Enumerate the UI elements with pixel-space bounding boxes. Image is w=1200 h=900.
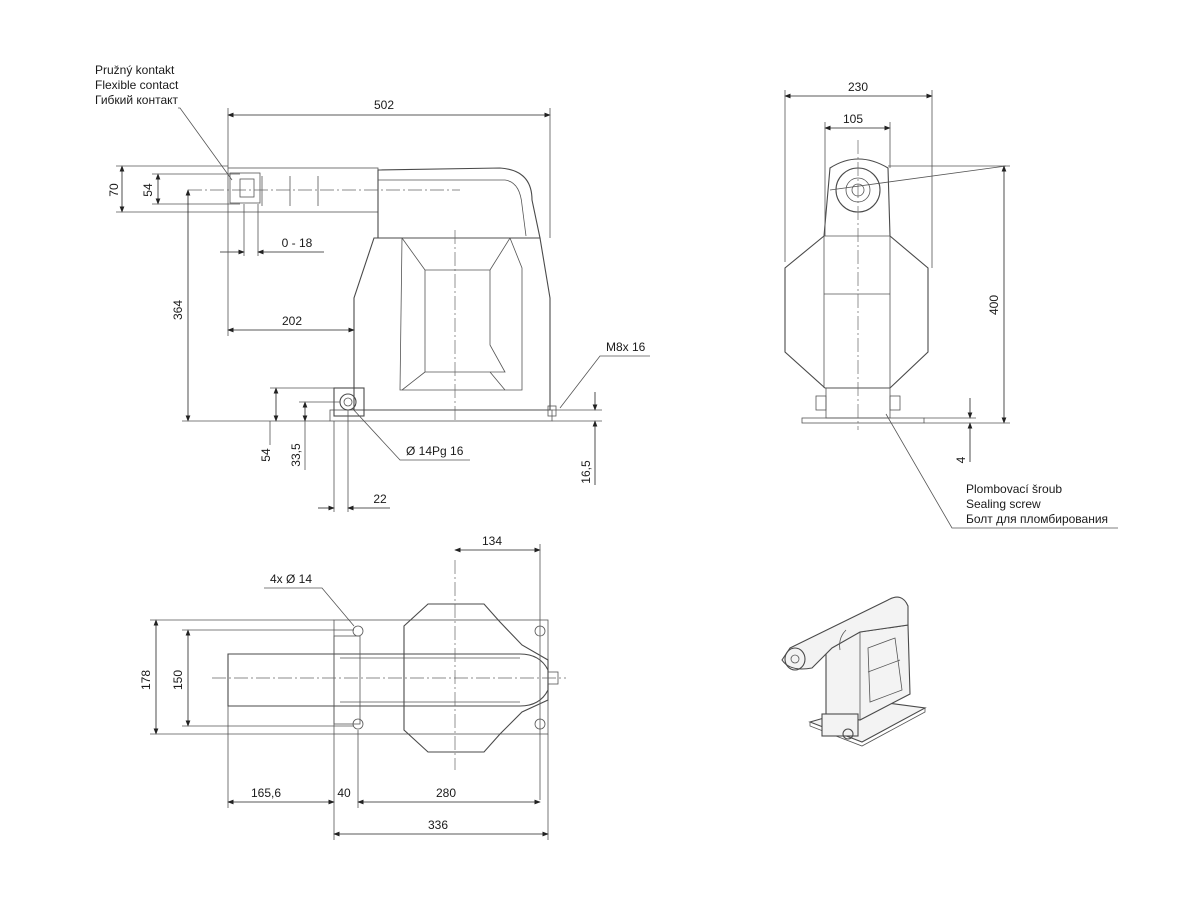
isometric-view (781, 596, 927, 747)
side-view-dimensions: 502 70 54 0 - 18 364 202 54 33,5 22 (95, 63, 650, 512)
side-base-plate (329, 409, 553, 422)
mount-hole-icon (352, 718, 364, 730)
top-tube (227, 653, 549, 707)
iso-terminal-box (821, 713, 859, 737)
sealing-screw-icon (547, 405, 557, 417)
dim-502: 502 (374, 98, 394, 112)
flexible-contact-label-en: Flexible contact (95, 78, 179, 92)
gland-label: Ø 14Pg 16 (406, 444, 464, 458)
dim-40: 40 (337, 786, 351, 800)
top-view-dimensions: 134 178 150 165,6 40 280 336 4x Ø 14 (139, 534, 549, 840)
dim-150: 150 (171, 670, 185, 690)
side-view (188, 167, 557, 422)
dim-364: 364 (171, 300, 185, 320)
flexible-contact-label-cz: Pružný kontakt (95, 63, 175, 77)
dim-335: 33,5 (289, 443, 303, 467)
dim-400: 400 (987, 295, 1001, 315)
iso-gland-icon (842, 728, 854, 740)
iso-contact-end (784, 647, 806, 671)
dim-336: 336 (428, 818, 448, 832)
dim-4: 4 (954, 456, 968, 463)
front-view (784, 140, 1007, 430)
iso-tube (781, 596, 909, 670)
dim-230: 230 (848, 80, 868, 94)
dim-54-contact: 54 (141, 183, 155, 197)
top-base-plate (333, 619, 549, 735)
dim-165: 16,5 (579, 460, 593, 484)
dim-280: 280 (436, 786, 456, 800)
top-body (403, 603, 549, 753)
dim-105: 105 (843, 112, 863, 126)
front-body (784, 158, 929, 389)
dim-travel: 0 - 18 (282, 236, 313, 250)
sealing-screw-label-cz: Plombovací šroub (966, 482, 1062, 496)
flexible-contact-label-ru: Гибкий контакт (95, 93, 178, 107)
dim-22: 22 (373, 492, 387, 506)
holes-label: 4x Ø 14 (270, 572, 312, 586)
thread-label: M8x 16 (606, 340, 646, 354)
dim-54-foot: 54 (259, 448, 273, 462)
dim-134: 134 (482, 534, 502, 548)
top-view (212, 560, 566, 770)
dim-178: 178 (139, 670, 153, 690)
side-head (377, 167, 541, 239)
dim-1656: 165,6 (251, 786, 281, 800)
front-base-plate (801, 417, 925, 424)
front-view-dimensions: 230 105 400 4 Plombovací šroub Sealing s… (784, 80, 1118, 529)
dim-202: 202 (282, 314, 302, 328)
mount-hole-icon (352, 625, 364, 637)
sealing-screw-label-en: Sealing screw (966, 497, 1041, 511)
sealing-screw-label-ru: Болт для пломбирования (966, 512, 1108, 526)
dim-70: 70 (107, 183, 121, 197)
